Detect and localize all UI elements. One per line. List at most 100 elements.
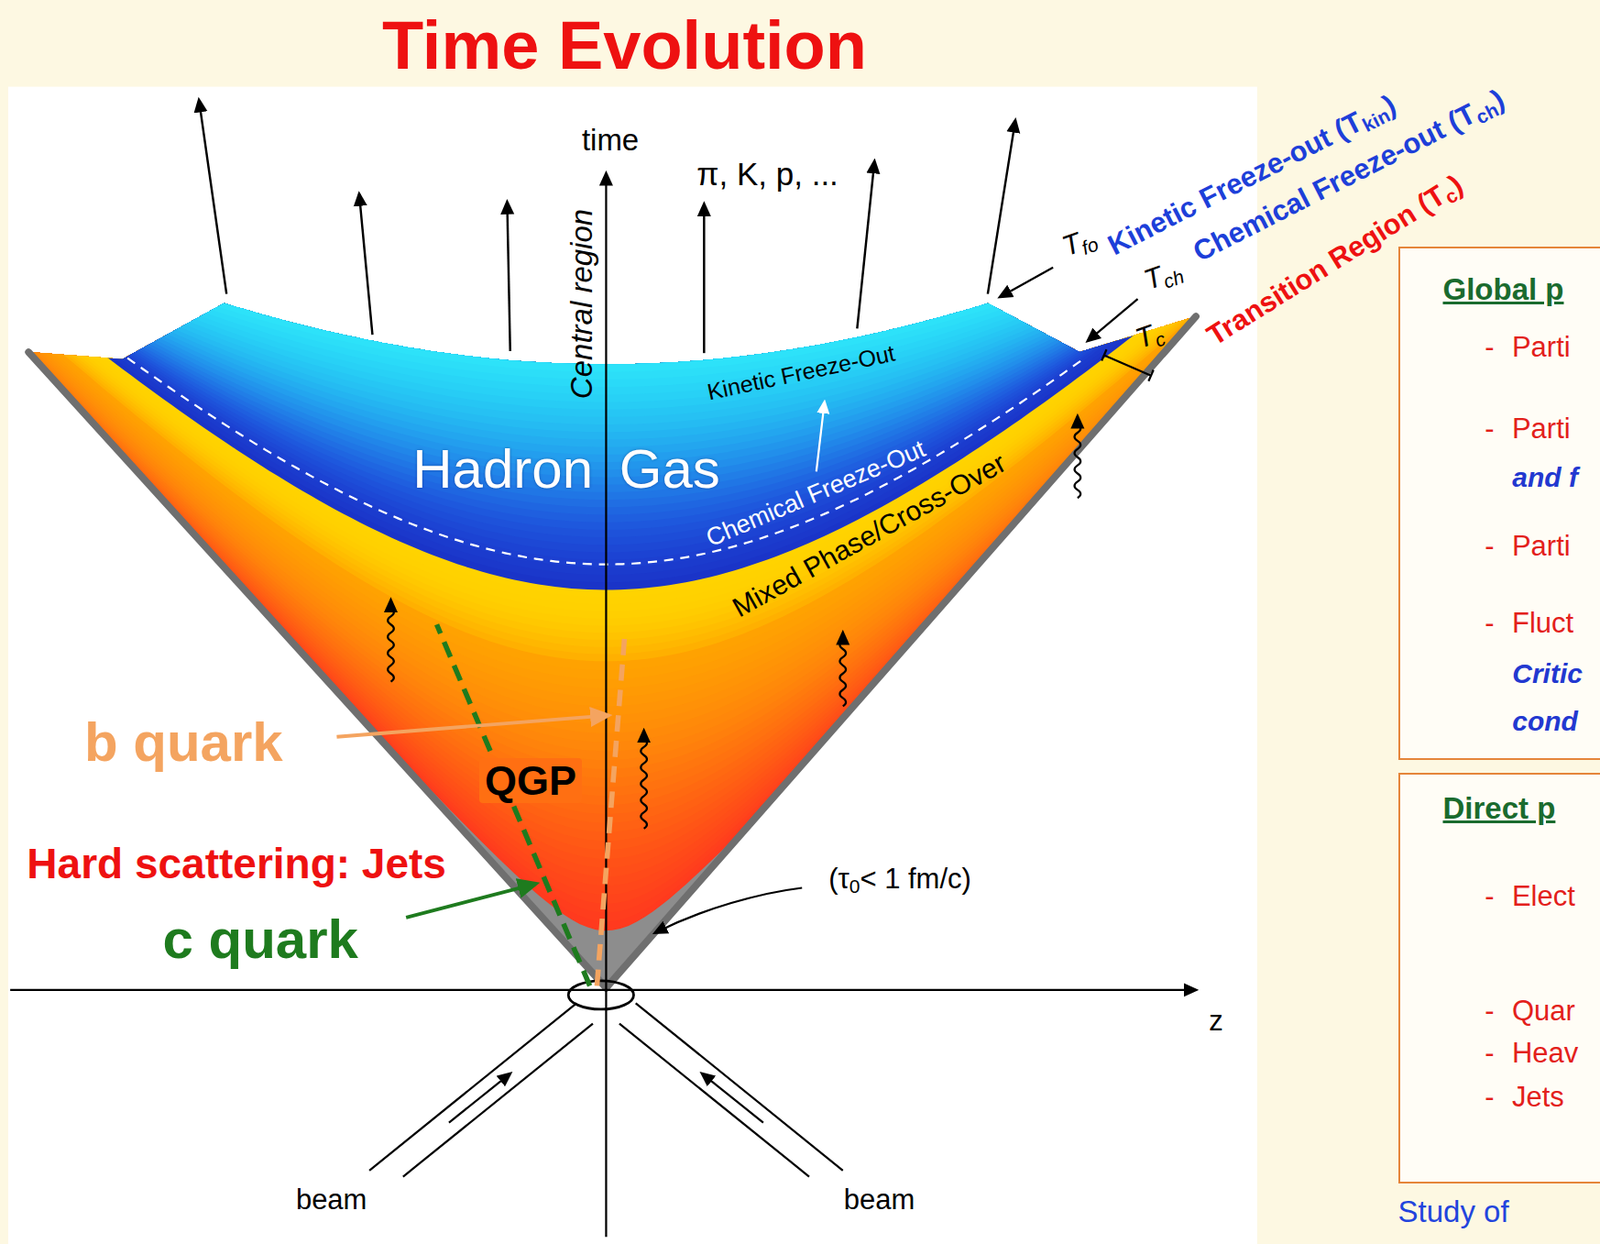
quark-label: c quark [162, 911, 358, 967]
info-box: Direct p- Elect- Quar- Heav- Jets [1398, 772, 1600, 1184]
box-note: and f [1512, 463, 1579, 492]
text-part: Chemical Freeze-out (T [1187, 98, 1481, 269]
subscript-part: c [1440, 184, 1461, 209]
temperature-symbol: Tc [1131, 317, 1168, 356]
chemical-freeze-out-line [127, 358, 1082, 565]
band-fill [0, 0, 1600, 895]
band-fill [0, 0, 1600, 568]
light-cone-line [28, 351, 606, 988]
band-fill [0, 0, 1600, 788]
leader-arrow [1087, 298, 1139, 341]
bracket-tick [1101, 349, 1107, 361]
band-fill [0, 0, 1600, 410]
beam-line [403, 1023, 593, 1177]
photon-wave [1074, 416, 1082, 498]
band-fill [0, 0, 1600, 590]
b-quark-pointer [336, 714, 608, 736]
band-fill [0, 0, 1600, 380]
box-heading: Global p [1443, 273, 1565, 305]
box-item: - Jets [1484, 1082, 1565, 1111]
phase-band: Mixed Phase/Cross-Over [76, 382, 1133, 663]
photon-wave [640, 730, 647, 829]
band-fill [0, 0, 1600, 921]
subscript-part: ch [1160, 264, 1187, 292]
band-label: QGP [479, 757, 582, 803]
band-fill [0, 0, 1600, 470]
band-fill [0, 0, 1600, 373]
band-fill [0, 0, 1600, 439]
band-label: Chemical Freeze-Out [702, 436, 930, 551]
transition-bracket [1104, 354, 1151, 375]
quark-label: b quark [84, 714, 284, 770]
band-fill [0, 0, 1600, 805]
band-fill [0, 0, 1600, 859]
band-fill [0, 0, 1600, 552]
band-fill [0, 0, 1600, 886]
temperature-symbol: Tfo [1058, 222, 1101, 264]
hadron-arrow [702, 204, 705, 354]
band-fill [0, 0, 1600, 507]
stage-label: Transition Region (Tc) [1202, 169, 1469, 353]
box-item: - Elect [1484, 881, 1576, 910]
band-label: Mixed Phase/Cross-Over [728, 449, 1011, 623]
collision-ellipse [568, 980, 634, 1009]
text-part: (τ [828, 862, 850, 895]
text-part: Transition Region (T [1200, 178, 1451, 351]
band-fill [0, 0, 1600, 715]
hadron-arrow [987, 120, 1016, 294]
phase-band: QGP [41, 570, 1195, 987]
band-fill [0, 0, 1600, 462]
band-fill [0, 0, 1600, 796]
subscript-part: kin [1358, 103, 1393, 135]
box-item: - Parti [1484, 531, 1571, 560]
band-fill [0, 0, 1600, 734]
b-quark-track [596, 637, 625, 987]
text-part: Kinetic Freeze-out (T [1102, 104, 1368, 261]
hadron-arrow [506, 201, 510, 351]
band-fill [0, 0, 1600, 523]
band-fill [0, 0, 1600, 751]
band-fill [0, 0, 1600, 402]
phase-bands [0, 0, 1600, 988]
axis-label: z [1208, 1006, 1224, 1035]
band-fill [0, 0, 1600, 823]
band-label: Kinetic Freeze-Out [705, 340, 898, 404]
band-fill [0, 0, 1600, 814]
band-fill [0, 0, 1600, 779]
light-cone-line [605, 316, 1196, 987]
beam-arrow [701, 1073, 764, 1122]
box-item: - Quar [1484, 996, 1576, 1025]
band-fill [0, 0, 1600, 395]
band-fill [0, 0, 1600, 387]
time-note: (τ0< 1 fm/c) [828, 864, 972, 896]
band-fill [0, 0, 1600, 582]
photon-wave [839, 632, 846, 706]
band-fill [0, 0, 1600, 868]
band-fill [0, 0, 1600, 760]
beam-line [619, 1023, 810, 1177]
band-fill [0, 0, 1600, 850]
axis-note: Central region [566, 208, 597, 399]
leader-arrow [655, 887, 802, 932]
process-label: Hard scattering: Jets [26, 842, 447, 885]
beam-arrow [449, 1073, 511, 1122]
band-fill [0, 0, 1600, 485]
band-fill [0, 0, 1600, 832]
band-fill [0, 0, 1600, 931]
photon-wave [387, 600, 395, 682]
band-fill [0, 0, 1600, 706]
temperature-symbol: Tch [1139, 254, 1186, 297]
box-note: Critic [1512, 659, 1583, 688]
text-part: T [1057, 226, 1085, 263]
diagram-title: Time Evolution [382, 11, 867, 80]
band-fill [0, 0, 1600, 597]
text-part: T [1139, 259, 1168, 296]
box-note: cond [1512, 707, 1579, 735]
band-fill [0, 0, 1600, 877]
hadron-arrow [198, 99, 227, 295]
band-fill [0, 0, 1600, 417]
band-label: Hadron Gas [412, 441, 721, 497]
